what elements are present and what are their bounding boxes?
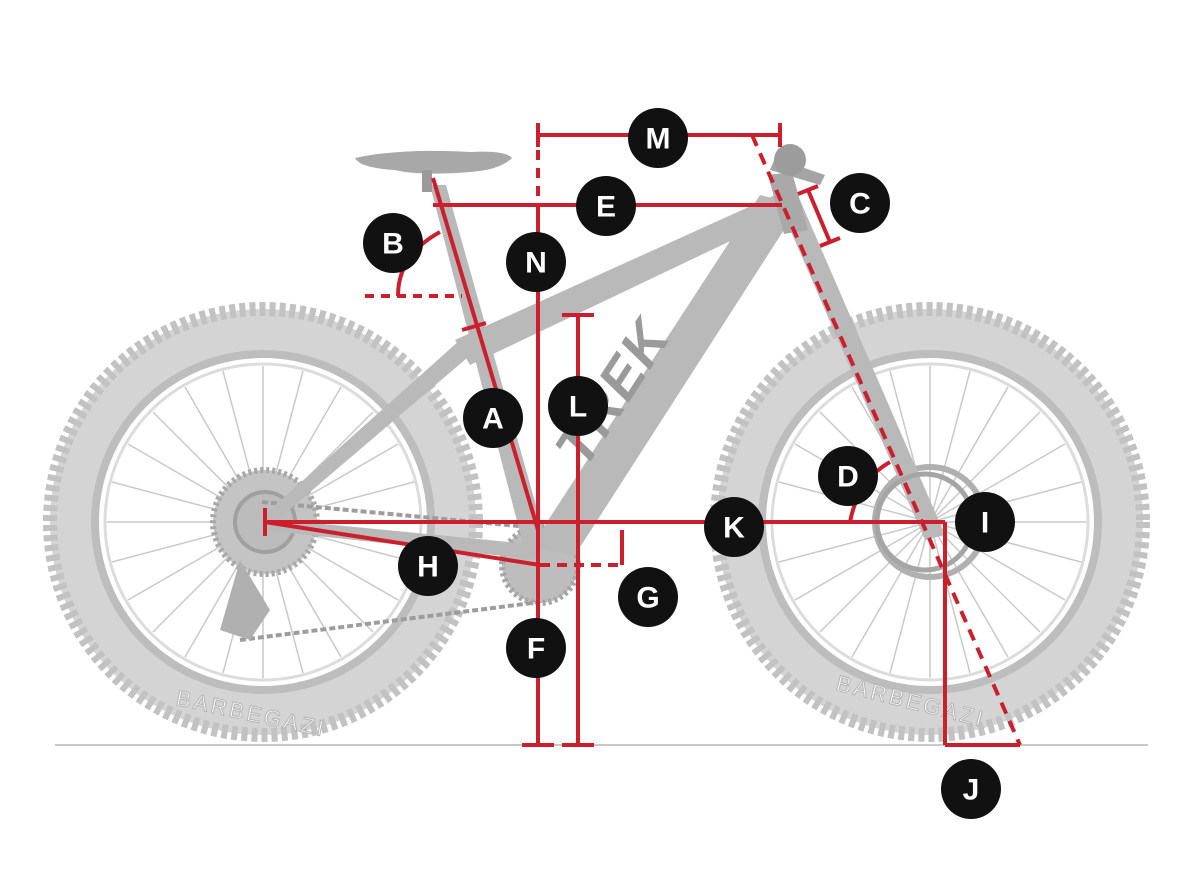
label-i-text: I [981, 507, 989, 540]
label-l: L [548, 376, 608, 436]
label-badges: M E C B N A L D [363, 108, 1015, 819]
label-j: J [941, 759, 1001, 819]
label-d: D [818, 446, 878, 506]
steering-axis [750, 134, 1022, 746]
label-k-text: K [723, 512, 745, 545]
label-h-text: H [417, 551, 439, 584]
label-f: F [506, 618, 566, 678]
label-n: N [506, 232, 566, 292]
c-top-tick [797, 184, 819, 196]
c-line [806, 189, 832, 243]
label-l-text: L [569, 391, 587, 424]
label-b-text: B [382, 228, 404, 261]
label-h: H [398, 536, 458, 596]
label-j-text: J [963, 774, 980, 807]
h-line [264, 520, 541, 567]
label-i: I [955, 492, 1015, 552]
label-e: E [576, 176, 636, 236]
a-line [431, 177, 540, 531]
label-n-text: N [525, 247, 547, 280]
label-a: A [463, 388, 523, 448]
label-a-text: A [482, 403, 504, 436]
label-f-text: F [527, 633, 545, 666]
label-g-text: G [636, 582, 659, 615]
a-tick [461, 321, 487, 332]
c-bottom-tick [819, 236, 841, 248]
handlebar [770, 144, 825, 185]
label-g: G [618, 567, 678, 627]
label-d-text: D [837, 461, 859, 494]
label-k: K [704, 497, 764, 557]
label-m: M [628, 108, 688, 168]
saddle [355, 150, 512, 192]
label-c: C [830, 173, 890, 233]
label-c-text: C [849, 188, 871, 221]
label-m-text: M [646, 123, 671, 156]
label-b: B [363, 213, 423, 273]
label-e-text: E [596, 191, 616, 224]
